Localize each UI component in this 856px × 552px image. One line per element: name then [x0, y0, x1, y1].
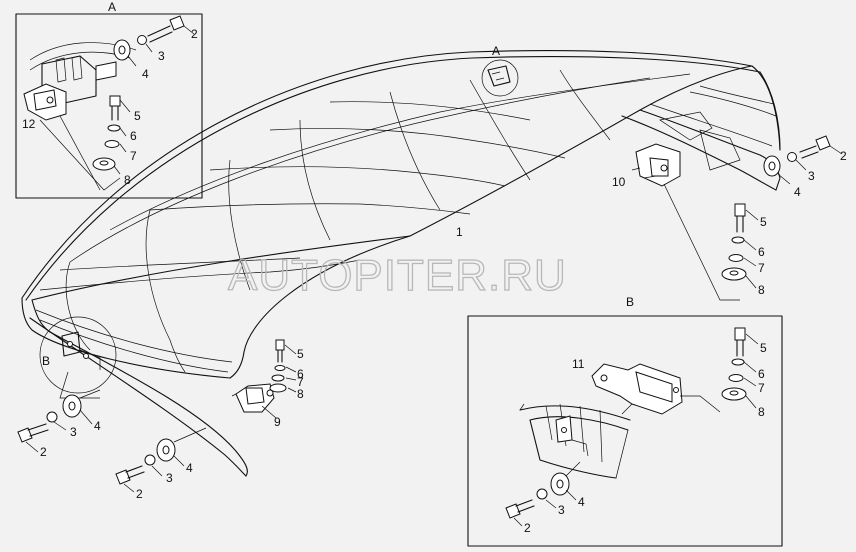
callout-a-2: 2 [191, 27, 198, 41]
callout-b-5: 5 [760, 341, 767, 355]
right-mount-set [631, 135, 843, 301]
callout-b-11: 11 [572, 357, 585, 371]
callout-a-5: 5 [134, 109, 141, 123]
callout-9-9: 9 [274, 415, 281, 429]
fastener-set-front-left [17, 389, 101, 453]
callout-a-3: 3 [158, 49, 165, 63]
callout-r-8: 8 [758, 283, 765, 297]
callout-r-5: 5 [760, 215, 767, 229]
callout-b-4: 4 [578, 495, 585, 509]
labels: A A B B 1 2 3 4 5 6 7 8 12 2 3 4 10 5 6 … [22, 0, 847, 535]
callout-r-7: 7 [758, 261, 765, 275]
inset-a-letter: A [108, 0, 116, 14]
view-marker-b: B [42, 354, 50, 368]
callout-9-5: 5 [297, 347, 304, 361]
callout-9-8: 8 [297, 387, 304, 401]
callout-r-2: 2 [840, 149, 847, 163]
callout-b-3: 3 [558, 503, 565, 517]
callout-9-7: 7 [297, 375, 304, 389]
callout-fm-3: 3 [166, 471, 173, 485]
inset-a [15, 13, 203, 199]
inset-b-letter: B [626, 295, 634, 309]
callout-b-6: 6 [758, 367, 765, 381]
callout-b-8: 8 [758, 405, 765, 419]
callout-fm-4: 4 [186, 461, 193, 475]
callout-a-12: 12 [22, 117, 36, 131]
fastener-stack-9 [261, 339, 297, 419]
callout-fm-2: 2 [136, 487, 143, 501]
callout-fl-2: 2 [40, 445, 47, 459]
callout-a-4: 4 [142, 67, 149, 81]
callout-r-10: 10 [612, 175, 626, 189]
callout-9-6: 6 [297, 367, 304, 381]
bracket-9 [231, 383, 275, 413]
callout-fl-4: 4 [94, 419, 101, 433]
callout-r-4: 4 [794, 185, 801, 199]
mount-b-marker [39, 316, 117, 399]
callout-b-2: 2 [524, 521, 531, 535]
callout-a-7: 7 [130, 149, 137, 163]
callout-a-8: 8 [124, 173, 131, 187]
callout-r-3: 3 [808, 169, 815, 183]
roof-panel [21, 49, 781, 477]
watermark: AUTOPITER.RU [228, 251, 567, 300]
callout-a-6: 6 [130, 129, 137, 143]
callout-r-6: 6 [758, 245, 765, 259]
callout-fl-3: 3 [70, 425, 77, 439]
view-marker-a: A [492, 44, 500, 58]
inset-b [467, 315, 783, 547]
callout-b-7: 7 [758, 381, 765, 395]
callout-1-roof: 1 [456, 225, 463, 239]
fastener-set-front-mid [115, 427, 207, 493]
